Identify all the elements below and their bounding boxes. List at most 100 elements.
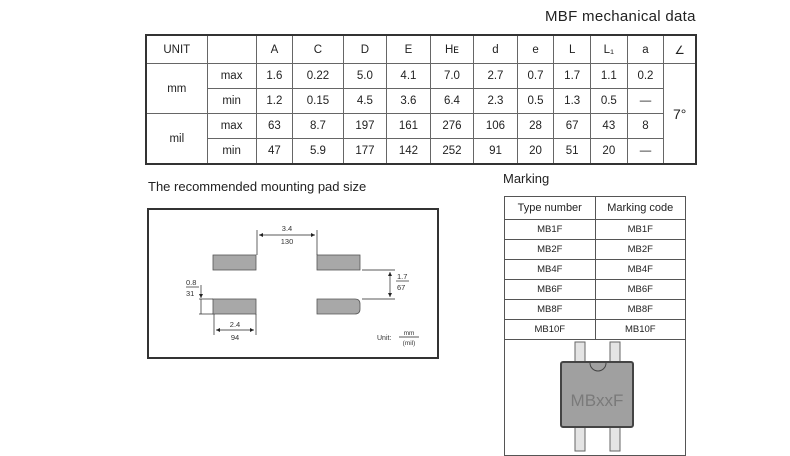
dim-pad-height-mil: 31 [186, 289, 194, 298]
header-cell: UNIT [145, 34, 208, 64]
value-cell: 1.2 [255, 88, 294, 114]
marking-code-cell: MB10F [594, 319, 686, 340]
header-cell [206, 34, 257, 64]
pad-top-left [212, 254, 257, 271]
type-number-cell: MB6F [504, 279, 596, 300]
dim-spacing-mil: 130 [281, 237, 294, 246]
header-cell: Hᴇ [429, 34, 475, 64]
value-cell: 7.0 [429, 63, 475, 89]
marking-code-cell: MB8F [594, 299, 686, 320]
value-cell: 8.7 [292, 113, 344, 139]
value-cell: 1.7 [553, 63, 591, 89]
header-marking-code: Marking code [594, 196, 686, 220]
value-cell: 2.3 [473, 88, 518, 114]
value-cell: 5.0 [342, 63, 388, 89]
value-cell: 6.4 [429, 88, 475, 114]
value-cell: 20 [516, 138, 555, 165]
value-cell: 0.15 [292, 88, 344, 114]
header-cell: E [386, 34, 431, 64]
value-cell: 20 [590, 138, 628, 165]
dim-gap-mm: 1.7 [397, 272, 407, 281]
value-cell: 0.5 [516, 88, 555, 114]
value-cell: 67 [553, 113, 591, 139]
header-cell: L₁ [590, 34, 628, 64]
limit-cell: max [206, 63, 257, 89]
value-cell: — [626, 138, 665, 165]
value-cell: 1.1 [590, 63, 628, 89]
value-cell: 51 [553, 138, 591, 165]
pad-bottom-right [316, 298, 361, 315]
header-cell: L [553, 34, 591, 64]
value-cell: 0.2 [626, 63, 665, 89]
value-cell: 8 [626, 113, 665, 139]
value-cell: 5.9 [292, 138, 344, 165]
limit-cell: max [206, 113, 257, 139]
value-cell: 0.7 [516, 63, 555, 89]
value-cell: 252 [429, 138, 475, 165]
unit-mm: mm [404, 330, 415, 337]
chip-illustration: MBxxF [504, 339, 686, 456]
pad-bottom-left [212, 298, 257, 315]
value-cell: 0.5 [590, 88, 628, 114]
type-number-cell: MB4F [504, 259, 596, 280]
table-header-row: UNIT A C D E Hᴇ d e L L₁ a ∠ [145, 34, 697, 64]
value-cell: 276 [429, 113, 475, 139]
type-number-cell: MB2F [504, 239, 596, 260]
marking-code-cell: MB6F [594, 279, 686, 300]
header-type-number: Type number [504, 196, 596, 220]
chip-image-row: MBxxF [504, 339, 686, 456]
marking-code-cell: MB4F [594, 259, 686, 280]
header-cell: a [626, 34, 665, 64]
mounting-pad-diagram: 3.4 130 0.8 31 2.4 94 1.7 67 Unit: mm (m… [147, 208, 439, 359]
unit-mil: (mil) [403, 340, 416, 347]
header-cell: ∠ [663, 34, 697, 64]
header-cell: A [255, 34, 294, 64]
dimension-arrows [199, 233, 392, 332]
value-cell: 0.22 [292, 63, 344, 89]
value-cell: 3.6 [386, 88, 431, 114]
value-cell: 91 [473, 138, 518, 165]
angle-cell: 7° [663, 63, 697, 165]
value-cell: 43 [590, 113, 628, 139]
type-number-cell: MB1F [504, 219, 596, 240]
dim-spacing-mm: 3.4 [282, 224, 292, 233]
header-cell: e [516, 34, 555, 64]
marking-code-cell: MB1F [594, 219, 686, 240]
value-cell: 28 [516, 113, 555, 139]
limit-cell: min [206, 138, 257, 165]
type-number-cell: MB8F [504, 299, 596, 320]
chip-marking-label: MBxxF [571, 391, 624, 410]
header-cell: d [473, 34, 518, 64]
value-cell: 106 [473, 113, 518, 139]
value-cell: 2.7 [473, 63, 518, 89]
header-cell: D [342, 34, 388, 64]
dim-pad-width-mm: 2.4 [230, 320, 240, 329]
value-cell: — [626, 88, 665, 114]
type-number-cell: MB10F [504, 319, 596, 340]
value-cell: 161 [386, 113, 431, 139]
marking-code-cell: MB2F [594, 239, 686, 260]
unit-cell: mil [145, 113, 208, 165]
marking-title: Marking [503, 171, 550, 186]
limit-cell: min [206, 88, 257, 114]
value-cell: 4.1 [386, 63, 431, 89]
value-cell: 1.6 [255, 63, 294, 89]
value-cell: 177 [342, 138, 388, 165]
dim-gap-mil: 67 [397, 283, 405, 292]
value-cell: 142 [386, 138, 431, 165]
value-cell: 1.3 [553, 88, 591, 114]
dim-pad-width-mil: 94 [231, 333, 239, 342]
value-cell: 4.5 [342, 88, 388, 114]
unit-label: Unit: [377, 335, 391, 342]
